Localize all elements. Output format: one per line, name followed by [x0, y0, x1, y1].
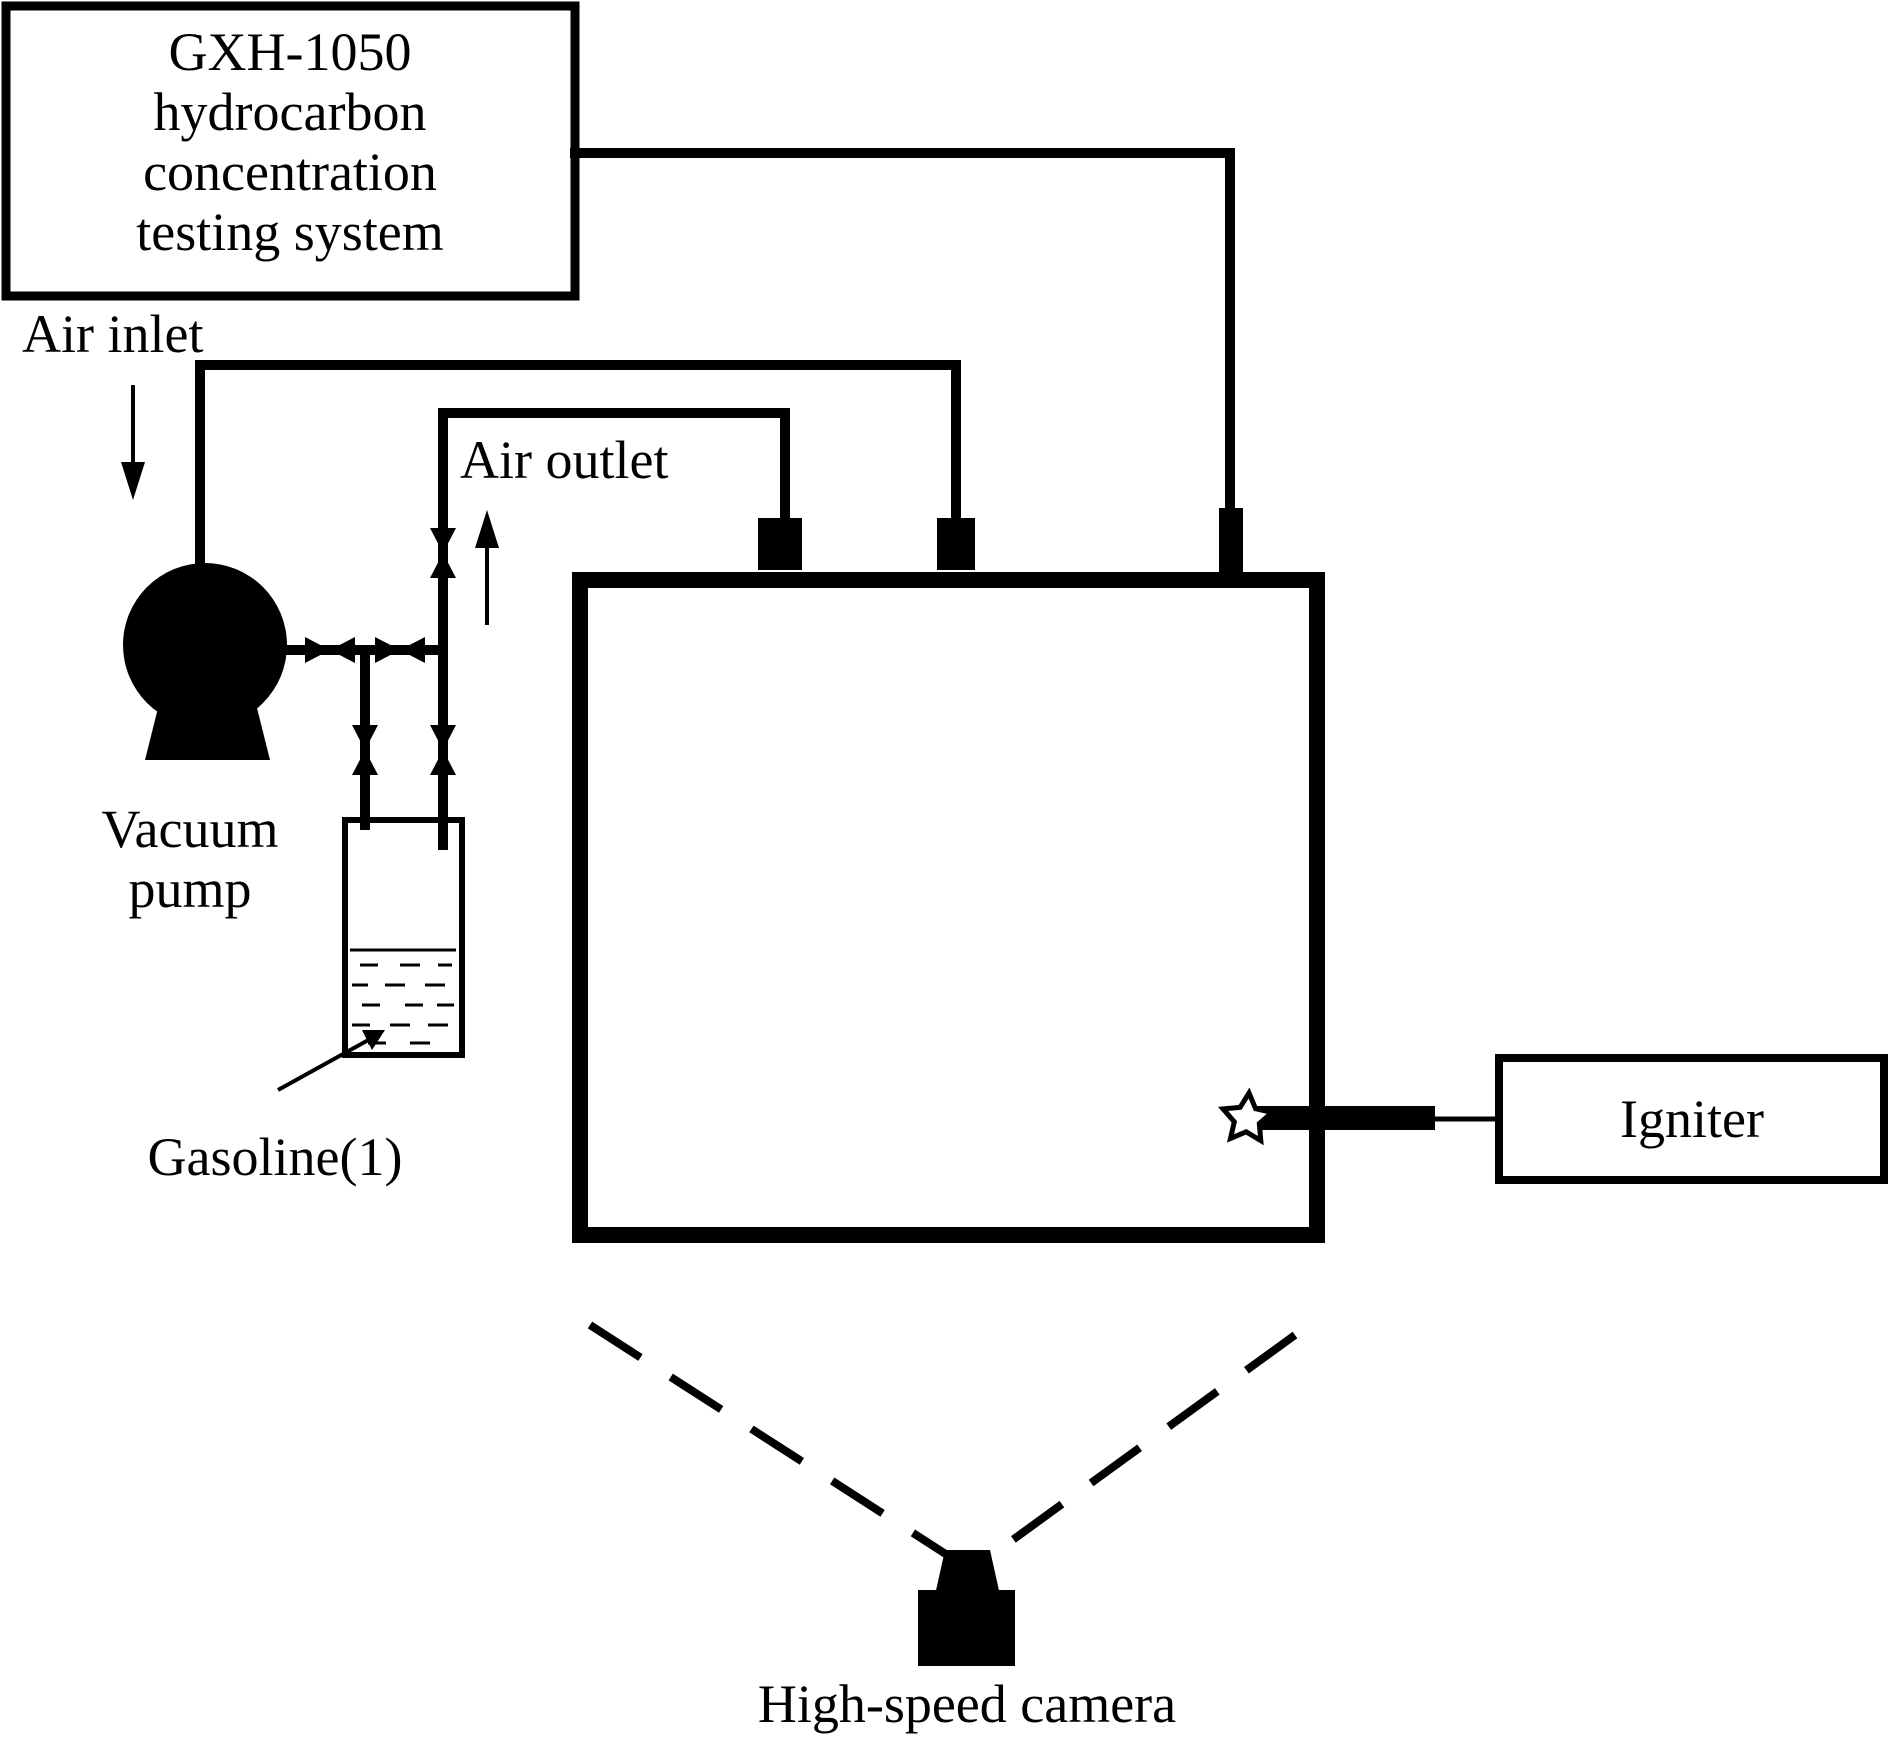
chamber-port-2: [937, 518, 975, 570]
gasoline-bottle: [342, 817, 465, 1058]
pump-to-chamber-line: [195, 360, 961, 580]
testing-system-line-4: testing system: [136, 202, 444, 262]
valve-icon: [305, 637, 355, 663]
air-outlet-arrow-icon: [475, 510, 499, 625]
igniter-box: [1495, 1054, 1888, 1184]
combustion-chamber: [572, 572, 1325, 1243]
chamber-port-1: [758, 518, 802, 570]
testing-system-line-2: hydrocarbon: [154, 82, 427, 142]
valve-icon: [375, 637, 425, 663]
camera-view-line-left: [587, 1321, 958, 1564]
camera-icon: [918, 1550, 1015, 1666]
gasoline-label: Gasoline(1): [148, 1127, 403, 1187]
testing-system-line-3: concentration: [143, 142, 437, 202]
air-outlet-line: [438, 408, 790, 850]
igniter-electrode: [1255, 1106, 1435, 1130]
vacuum-pump-label-line-1: Vacuum: [102, 799, 279, 859]
testing-system-line-1: GXH-1050: [169, 22, 412, 82]
vacuum-pump-icon: [123, 563, 287, 760]
camera-view-line-right: [982, 1331, 1298, 1564]
air-inlet-arrow-icon: [121, 385, 145, 500]
vacuum-pump-label-line-2: pump: [128, 859, 251, 919]
valve-icon: [430, 725, 456, 775]
air-outlet-label: Air outlet: [460, 430, 668, 490]
spark-icon: [1218, 1087, 1278, 1146]
valve-icon: [352, 725, 378, 775]
testing-system-box: [1, 1, 580, 301]
air-inlet-label: Air inlet: [22, 304, 203, 364]
sampling-line: [570, 148, 1235, 525]
igniter-label: Igniter: [1620, 1089, 1764, 1149]
hydrocarbon-testing-system: GXH-1050 hydrocarbon concentration testi…: [1, 1, 580, 301]
gasoline-pointer: [277, 1030, 385, 1092]
camera-label: High-speed camera: [758, 1674, 1176, 1734]
valve-icon: [430, 528, 456, 578]
